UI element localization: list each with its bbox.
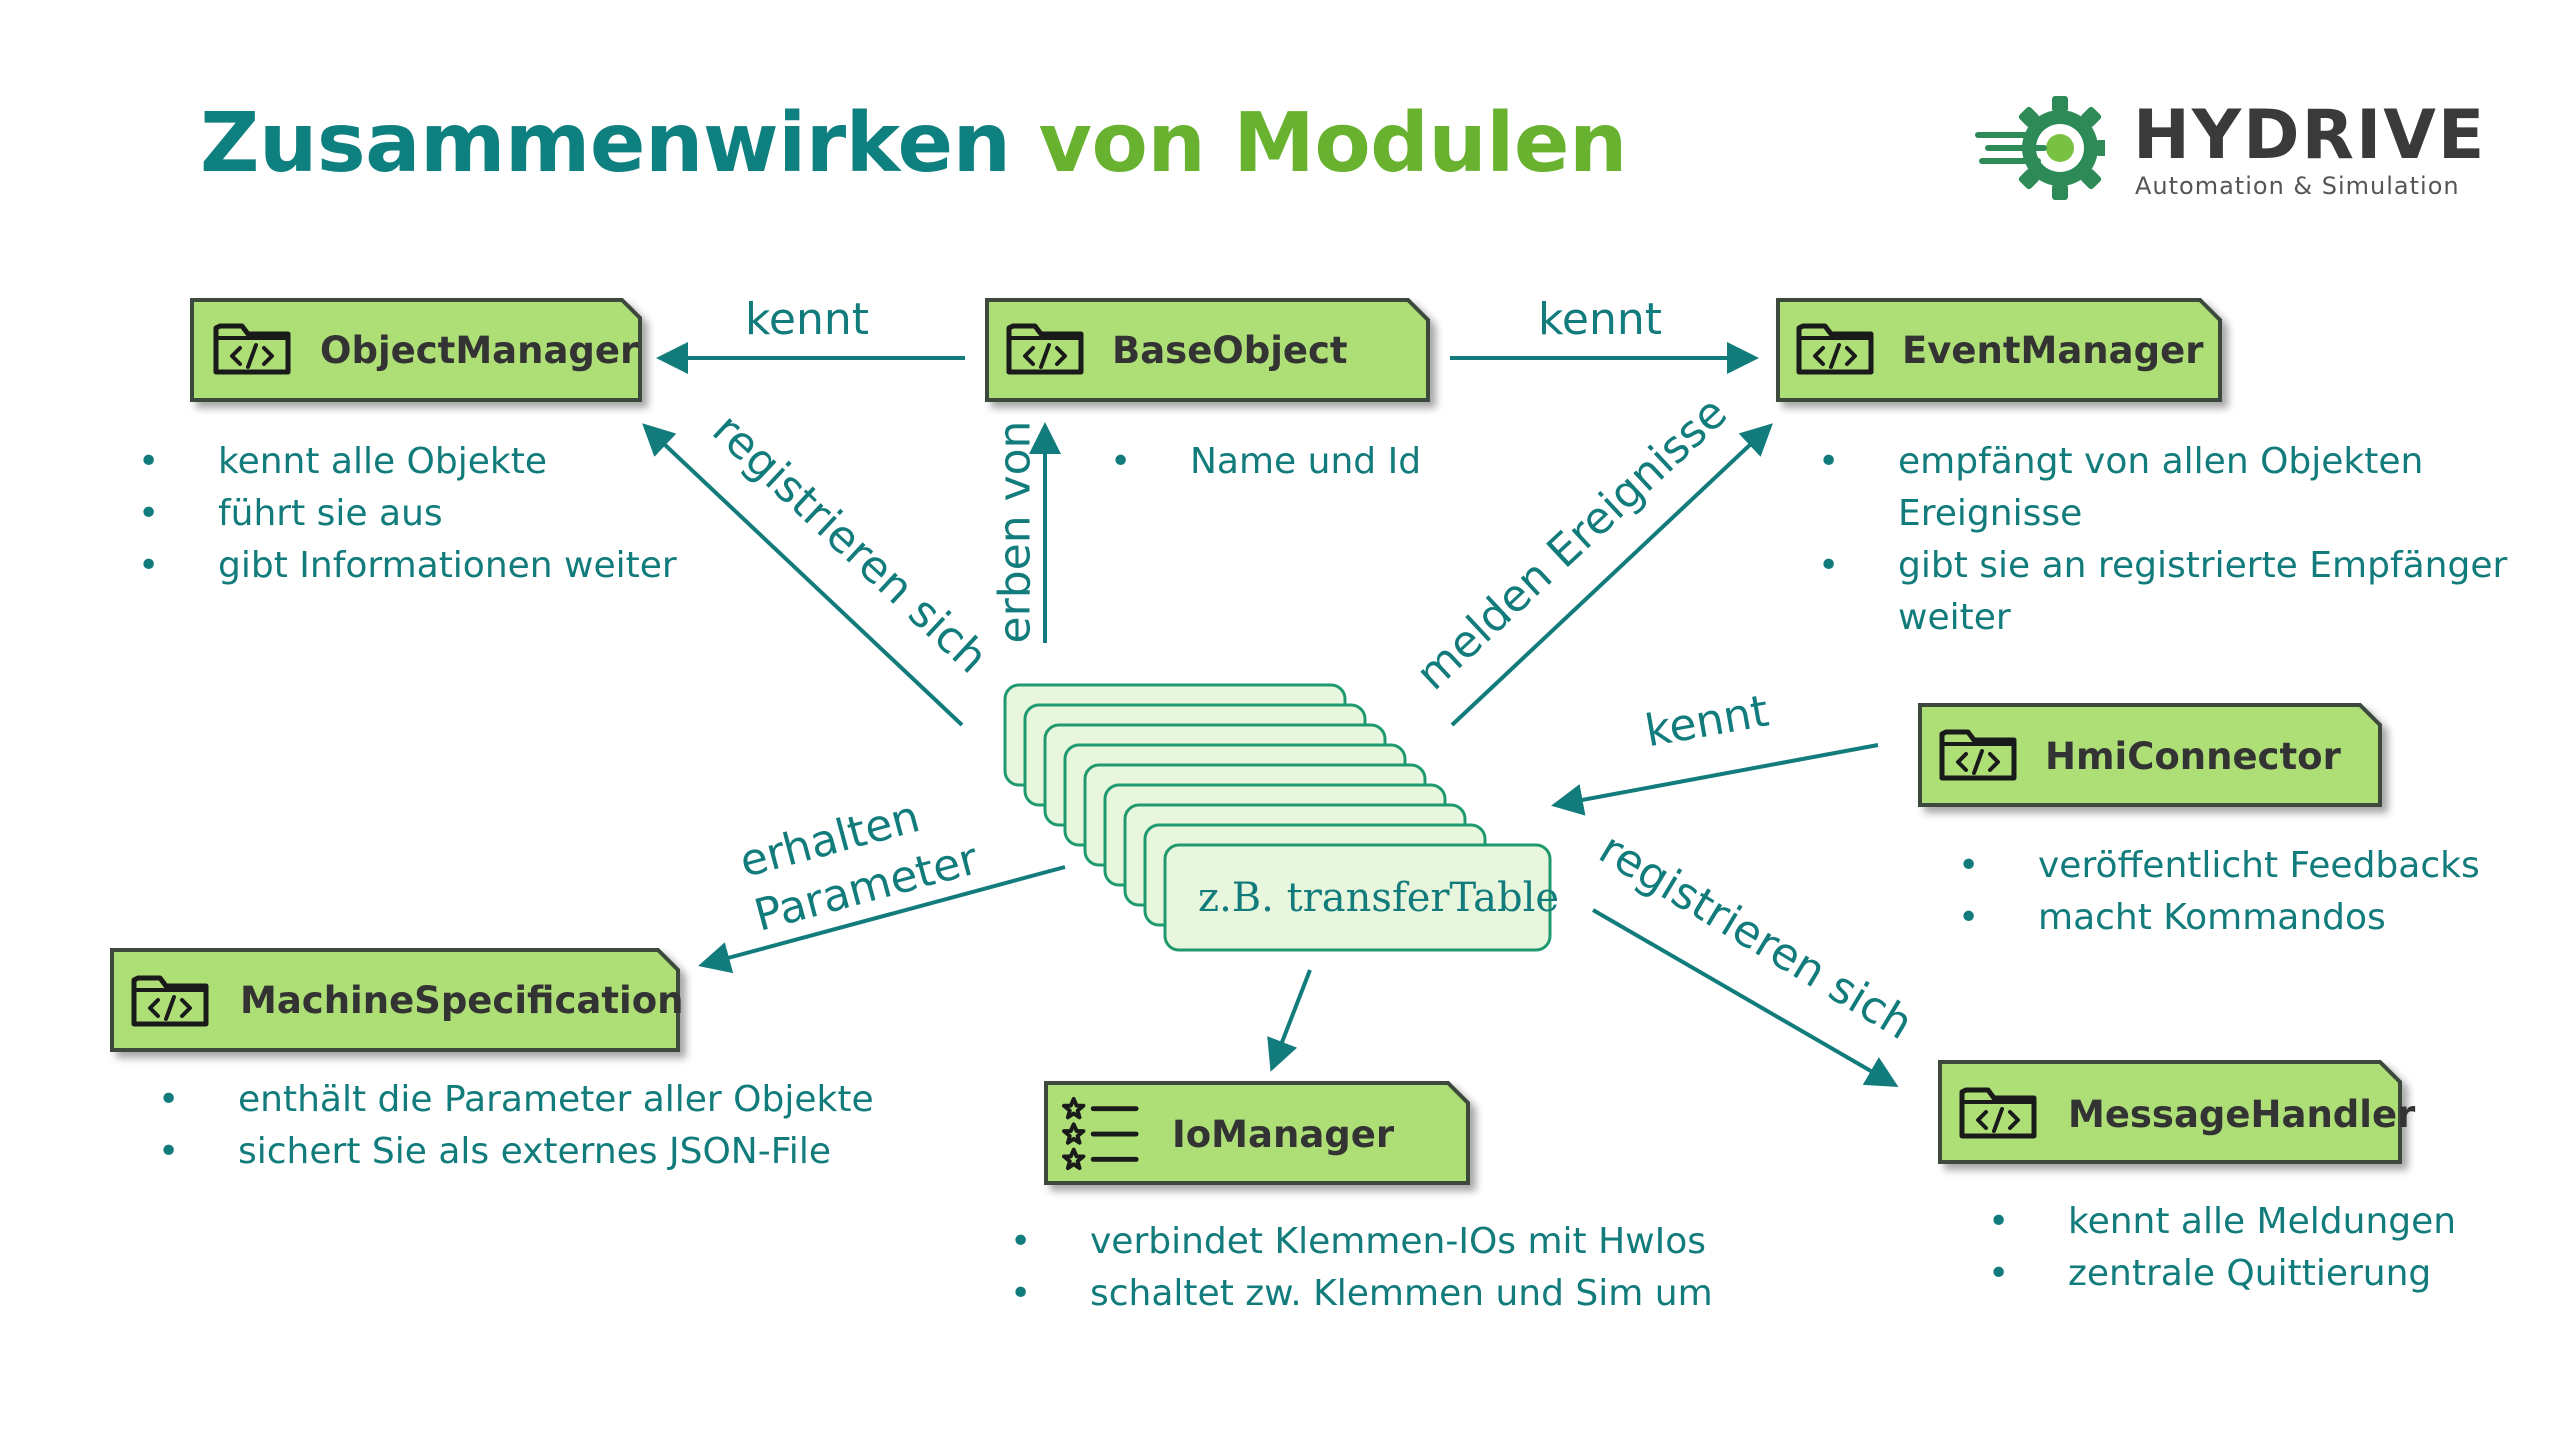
list-item: enthält die Parameter aller Objekte — [158, 1074, 918, 1126]
hydrive-logo: HYDRIVE Automation & Simulation — [1975, 96, 2484, 206]
logo-name: HYDRIVE — [2133, 96, 2487, 175]
machine-specification-bullets: enthält die Parameter aller Objekte sich… — [158, 1074, 918, 1178]
arrow-kennt-hmi — [1551, 743, 1879, 816]
list-item: kennt alle Objekte — [138, 436, 698, 488]
message-handler-bullets: kennt alle Meldungen zentrale Quittierun… — [1988, 1196, 2508, 1300]
arrow-melden-ereignisse — [1450, 423, 1773, 727]
object-manager-box — [190, 298, 642, 402]
arrow-registrieren-mh — [1591, 908, 1899, 1088]
center-object-label: z.B. transferTable — [1198, 875, 1560, 921]
arrow-erhalten-parameter — [698, 865, 1066, 974]
list-item: Name und Id — [1110, 436, 1490, 488]
hmi-connector-box — [1918, 703, 2382, 807]
page-title: Zusammenwirken von Modulen — [200, 96, 1627, 191]
list-item: verbindet Klemmen-IOs mit HwIos — [1010, 1216, 1730, 1268]
io-manager-bullets: verbindet Klemmen-IOs mit HwIos schaltet… — [1010, 1216, 1730, 1320]
page-title-part1: Zusammenwirken — [200, 96, 1039, 191]
message-handler-box — [1938, 1060, 2402, 1164]
base-object-bullets: Name und Id — [1110, 436, 1490, 488]
gear-icon — [1975, 96, 2105, 200]
hmi-connector-bullets: veröffentlicht Feedbacks macht Kommandos — [1958, 840, 2538, 944]
list-item: gibt Informationen weiter — [138, 540, 698, 592]
list-item: kennt alle Meldungen — [1988, 1196, 2508, 1248]
io-manager-label: IoManager — [1172, 1113, 1395, 1156]
object-card-stack — [1003, 683, 1552, 952]
machine-specification-label: MachineSpecification — [240, 979, 684, 1022]
base-object-box — [985, 298, 1430, 402]
event-manager-label: EventManager — [1902, 329, 2204, 372]
edge-label-kennt-right: kennt — [1538, 294, 1663, 345]
list-item: macht Kommandos — [1958, 892, 2538, 944]
logo-subtitle: Automation & Simulation — [2135, 172, 2460, 200]
list-item: sichert Sie als externes JSON-File — [158, 1126, 918, 1178]
event-manager-box — [1776, 298, 2222, 402]
hmi-connector-label: HmiConnector — [2045, 735, 2341, 778]
list-item: führt sie aus — [138, 488, 698, 540]
list-item: veröffentlicht Feedbacks — [1958, 840, 2538, 892]
arrow-to-iomanager — [1267, 969, 1312, 1072]
object-manager-bullets: kennt alle Objekte führt sie aus gibt In… — [138, 436, 698, 592]
machine-specification-box — [110, 948, 680, 1052]
edge-label-erben-von: erben von — [989, 420, 1041, 644]
page-title-part2: von Modulen — [1038, 96, 1628, 191]
event-manager-bullets: empfängt von allen Objekten Ereignisse g… — [1818, 436, 2508, 644]
list-item: gibt sie an registrierte Empfänger weite… — [1818, 540, 2508, 644]
list-item: schaltet zw. Klemmen und Sim um — [1010, 1268, 1730, 1320]
message-handler-label: MessageHandler — [2068, 1093, 2416, 1136]
edge-label-kennt-left: kennt — [745, 294, 870, 345]
base-object-label: BaseObject — [1112, 329, 1348, 372]
io-manager-box — [1044, 1081, 1470, 1185]
list-item: empfängt von allen Objekten Ereignisse — [1818, 436, 2508, 540]
object-manager-label: ObjectManager — [320, 329, 639, 372]
list-item: zentrale Quittierung — [1988, 1248, 2508, 1300]
